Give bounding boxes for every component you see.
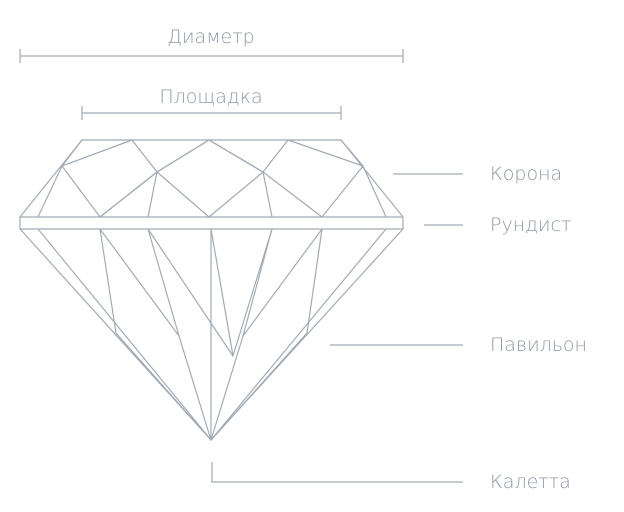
- girdle-callout: Рундист: [424, 214, 571, 236]
- pavilion-callout: Павильон: [330, 334, 587, 356]
- culet-callout: Калетта: [211, 462, 571, 493]
- table-dimension: Площадка: [81, 86, 342, 120]
- pavilion-label: Павильон: [490, 334, 587, 356]
- crown-callout: Корона: [393, 163, 562, 185]
- diameter-label: Диаметр: [167, 26, 254, 48]
- diamond-outline: [19, 139, 404, 441]
- girdle-band: [19, 216, 404, 230]
- girdle-label: Рундист: [490, 214, 571, 236]
- diameter-dimension: Диаметр: [19, 26, 404, 63]
- table-label: Площадка: [159, 86, 262, 108]
- pavilion-facets: [37, 228, 387, 441]
- crown-label: Корона: [490, 163, 562, 185]
- crown-facets: [37, 139, 387, 218]
- culet-label: Калетта: [490, 471, 571, 493]
- crown-outline: [19, 139, 404, 218]
